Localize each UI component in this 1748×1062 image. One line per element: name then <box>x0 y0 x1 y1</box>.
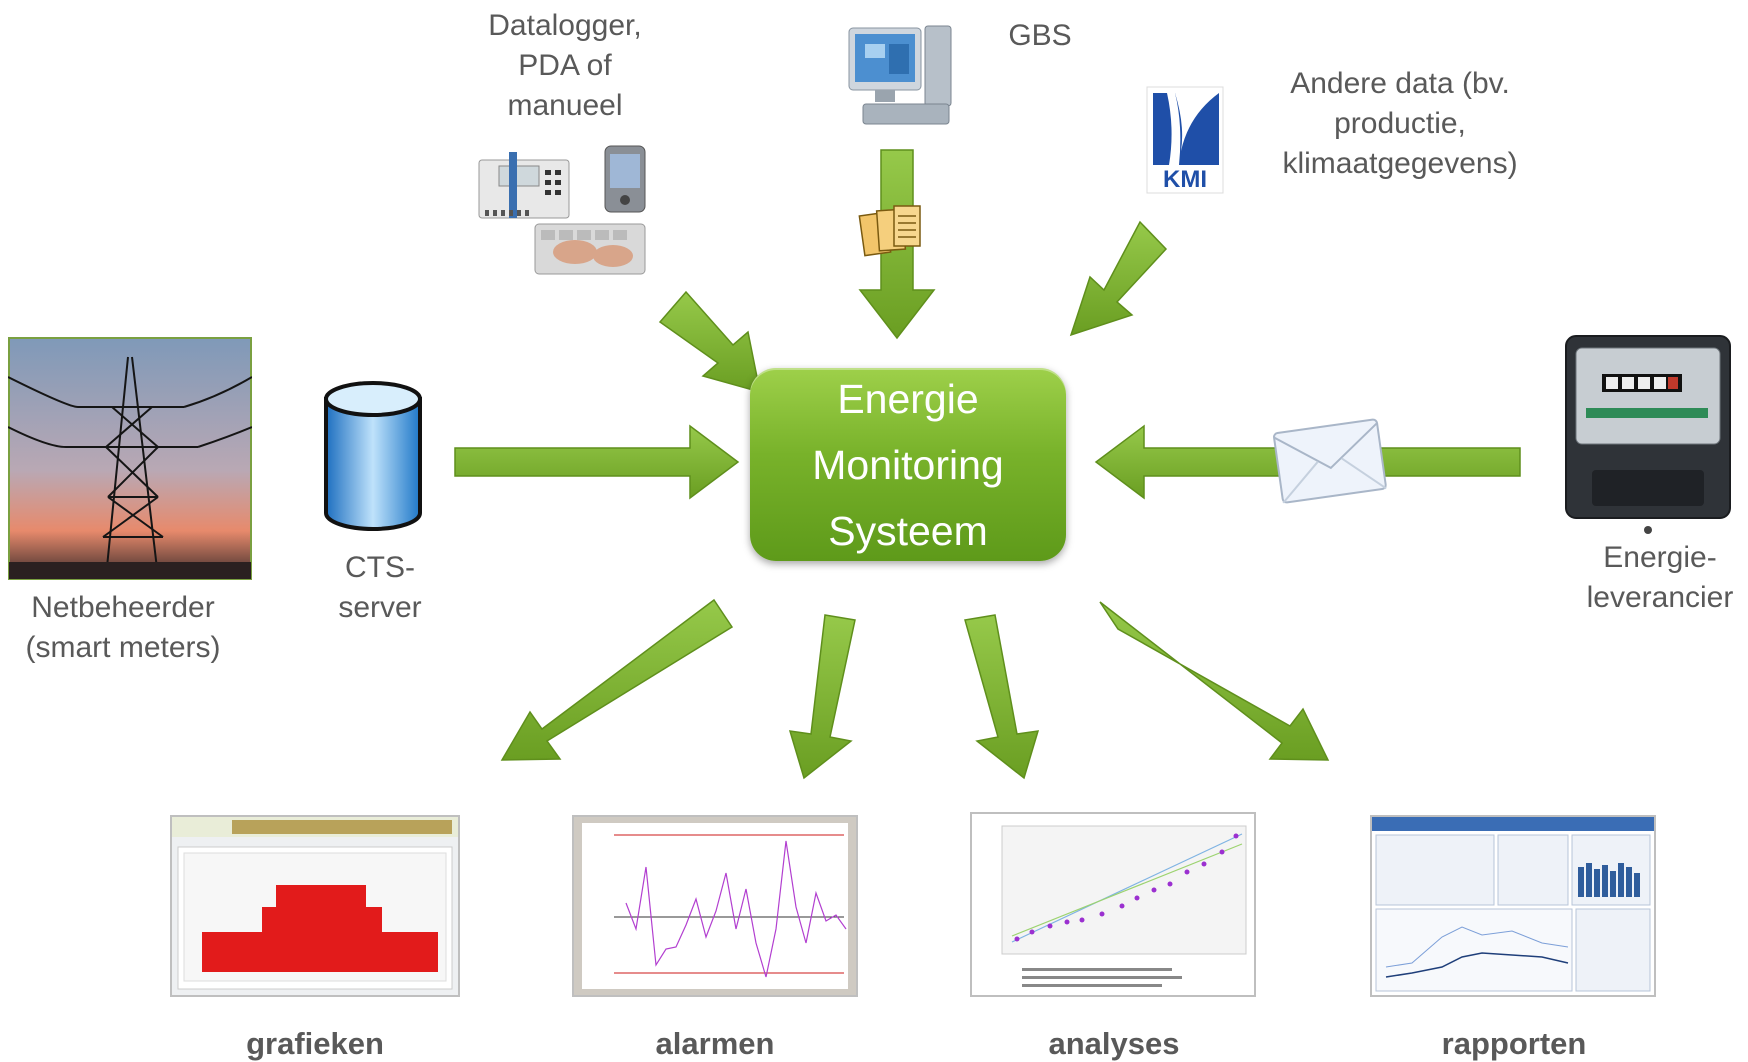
cts-line-1: CTS- <box>345 551 415 584</box>
center-line-3: Systeem <box>828 507 988 554</box>
rapporten-label: rapporten <box>1441 1026 1587 1061</box>
arrow-datalogger <box>658 290 761 394</box>
datalogger-label: Datalogger, PDA of manueel <box>450 6 680 126</box>
andere-label: Andere data (bv. productie, klimaatgegev… <box>1260 64 1540 184</box>
datalogger-line-2: PDA of <box>518 49 612 82</box>
leverancier-line-2: leverancier <box>1586 581 1734 614</box>
report-thumbnail <box>1372 817 1654 992</box>
scatter-chart-thumbnail <box>1001 825 1247 990</box>
datalogger-line-1: Datalogger, <box>488 9 642 42</box>
arrow-grafieken <box>500 598 734 761</box>
kmi-logo: KMI <box>1146 86 1224 194</box>
center-line-1: Energie <box>837 375 979 422</box>
center-line-2: Monitoring <box>812 441 1004 488</box>
bar-chart-thumbnail <box>172 817 458 990</box>
cts-line-2: server <box>338 591 422 624</box>
netbeheerder-line-2: (smart meters) <box>25 631 221 664</box>
alarmen-label: alarmen <box>655 1026 775 1061</box>
arrow-alarmen <box>788 614 856 780</box>
energie-monitoring-box: Energie Monitoring Systeem <box>750 368 1066 561</box>
datalogger-line-3: manueel <box>507 89 623 122</box>
leverancier-label: Energie- leverancier <box>1575 538 1745 618</box>
computer-icon <box>848 25 952 125</box>
leverancier-line-1: Energie- <box>1603 541 1717 574</box>
arrow-andere <box>1069 220 1168 337</box>
andere-line-2: productie, <box>1334 107 1466 140</box>
pda-icon <box>604 145 646 213</box>
datalogger-icons <box>478 145 646 275</box>
documents-icon <box>858 205 921 257</box>
arrow-analyses <box>964 614 1040 780</box>
arrow-cts <box>454 424 740 500</box>
envelope-icon <box>1273 418 1387 504</box>
grafieken-label: grafieken <box>246 1026 384 1061</box>
database-icon <box>324 381 422 531</box>
datalogger-icon <box>478 152 570 219</box>
netbeheerder-label: Netbeheerder (smart meters) <box>8 588 238 668</box>
line-chart-thumbnail <box>582 823 848 989</box>
cts-label: CTS- server <box>320 548 440 628</box>
arrow-rapporten <box>1099 601 1330 761</box>
power-pylon-photo <box>8 337 252 580</box>
rapporten-thumbnail <box>1370 815 1656 997</box>
netbeheerder-line-1: Netbeheerder <box>31 591 215 624</box>
analyses-label: analyses <box>1048 1026 1180 1061</box>
grafieken-thumbnail <box>170 815 460 997</box>
electricity-meter-icon <box>1565 335 1731 534</box>
alarmen-thumbnail <box>572 815 858 997</box>
andere-line-1: Andere data (bv. <box>1290 67 1510 100</box>
gbs-label: GBS <box>1008 19 1072 52</box>
keyboard-icon <box>534 223 646 275</box>
analyses-thumbnail <box>970 812 1256 997</box>
andere-line-3: klimaatgegevens) <box>1282 147 1518 180</box>
kmi-logo-text: KMI <box>1163 166 1207 193</box>
